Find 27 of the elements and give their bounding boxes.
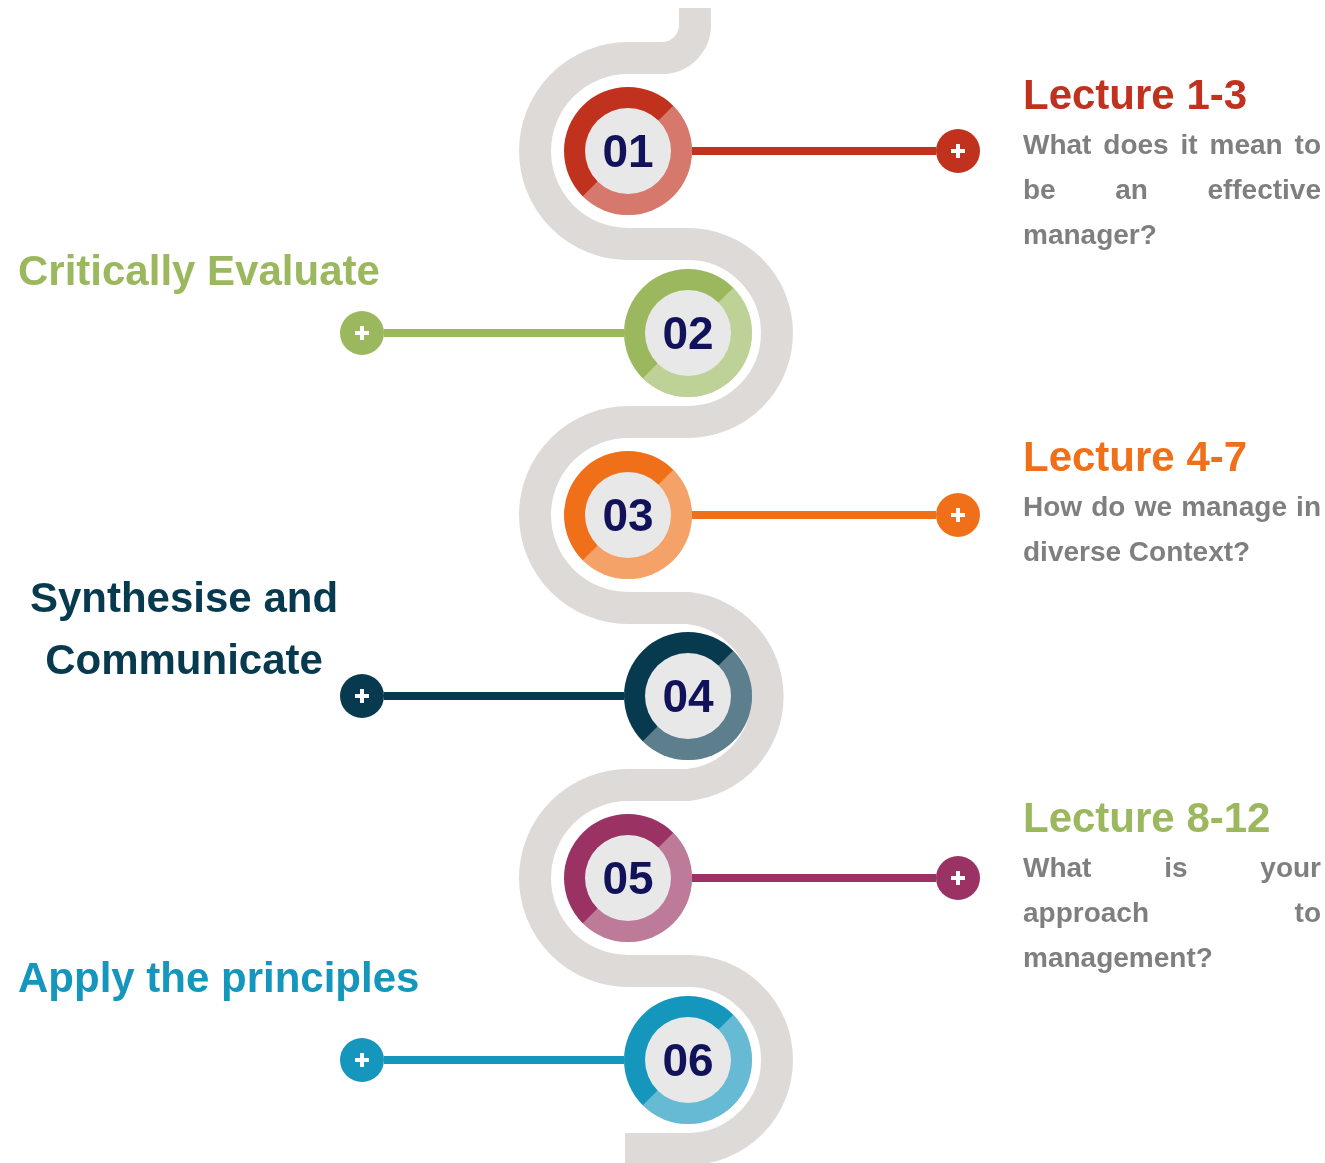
connector-line	[692, 147, 936, 155]
connector-line	[384, 692, 624, 700]
connector-line	[692, 511, 936, 519]
heading-text: Apply the principles	[18, 953, 421, 1003]
number-circle: 01	[564, 87, 692, 215]
heading-text: Synthesise and Communicate	[28, 573, 340, 685]
heading-text: Critically Evaluate	[18, 246, 381, 296]
number-circle: 06	[624, 996, 752, 1124]
plus-marker	[340, 311, 384, 355]
plus-marker	[340, 674, 384, 718]
question-text: What is your approach to management?	[1023, 851, 1321, 975]
number-circle: 05	[564, 814, 692, 942]
question-text: How do we manage in diverse Context?	[1023, 490, 1321, 569]
connector-line	[692, 874, 936, 882]
plus-marker	[936, 856, 980, 900]
number-circle: 04	[624, 632, 752, 760]
question-text: What does it mean to be an effective manager?	[1023, 128, 1321, 252]
plus-marker	[936, 129, 980, 173]
plus-marker	[340, 1038, 384, 1082]
connector-line	[384, 329, 624, 337]
heading-text: Lecture 4-7	[1023, 432, 1249, 482]
plus-marker	[936, 493, 980, 537]
connector-line	[384, 1056, 624, 1064]
number-circle: 02	[624, 269, 752, 397]
number-circle: 03	[564, 451, 692, 579]
heading-text: Lecture 8-12	[1023, 793, 1272, 843]
heading-text: Lecture 1-3	[1023, 70, 1249, 120]
